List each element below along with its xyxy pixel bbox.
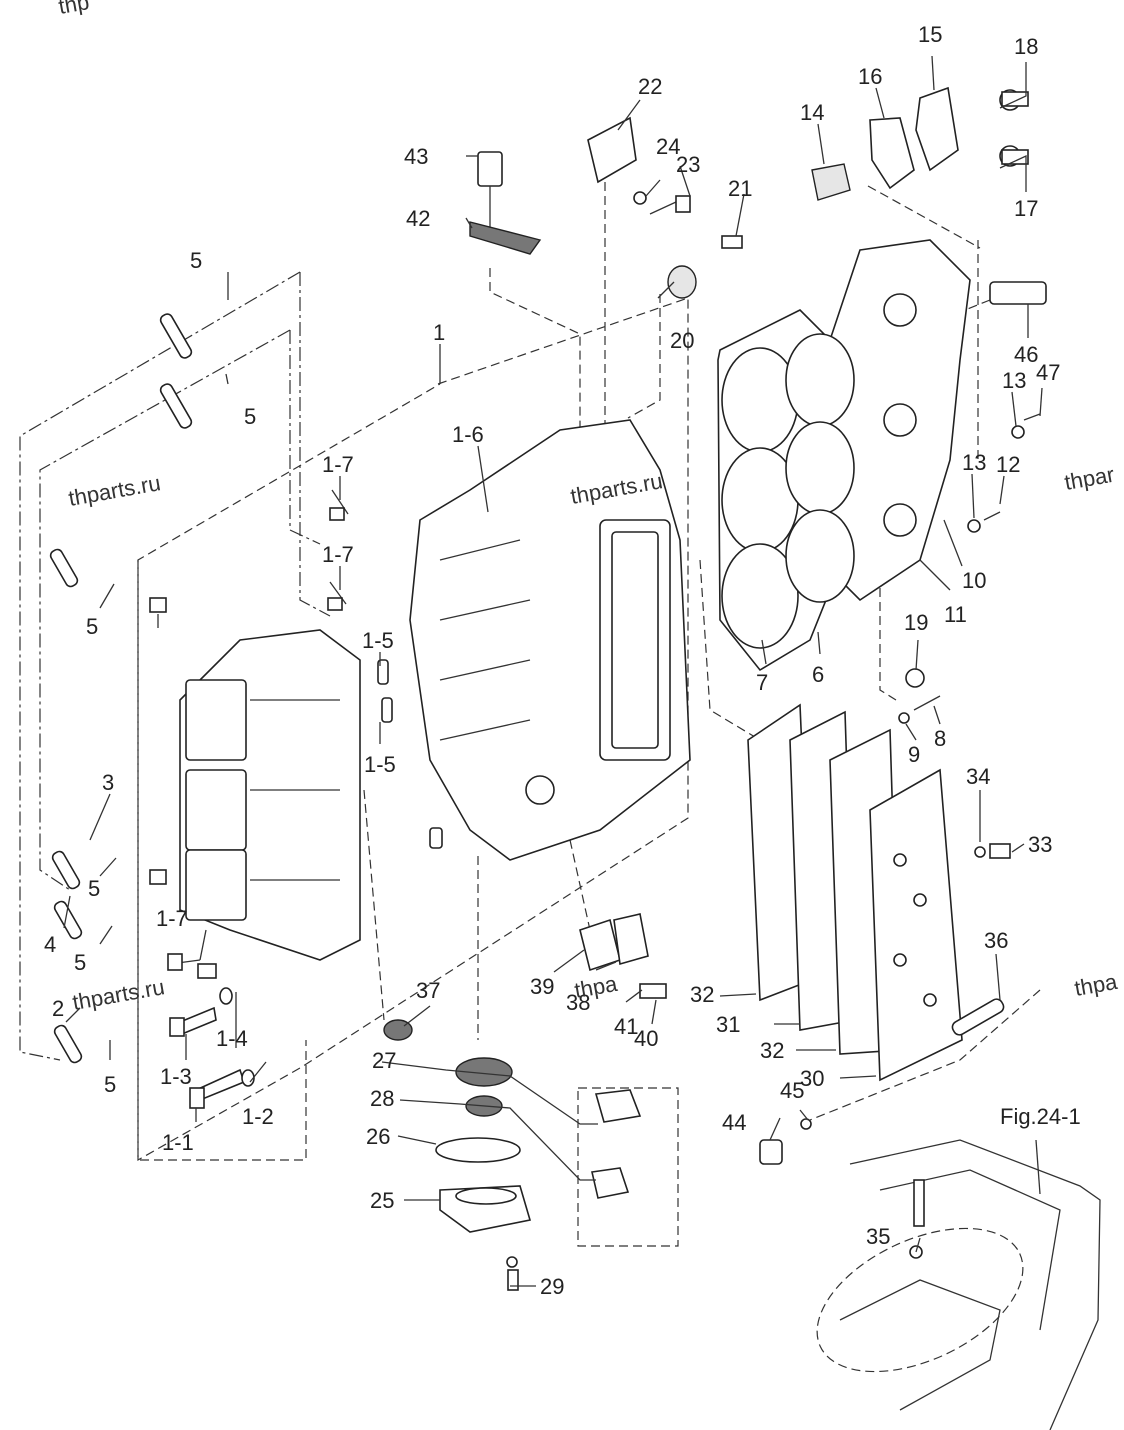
watermark: thparts.ru xyxy=(67,470,163,511)
cylinder-head xyxy=(785,239,971,603)
callout-14: 14 xyxy=(800,100,824,125)
callout-5: 5 xyxy=(244,404,256,429)
assembly-outline-group xyxy=(19,182,1041,1247)
callout-labels: 1 1-1 1-2 1-3 1-4 1-5 1-5 1-6 1-7 1-7 1-… xyxy=(44,22,1081,1299)
callout-1-7: 1-7 xyxy=(156,906,188,931)
callout-27: 27 xyxy=(372,1048,396,1073)
callout-36: 36 xyxy=(984,928,1008,953)
callout-18: 18 xyxy=(1014,34,1038,59)
callout-11: 11 xyxy=(944,602,967,627)
callout-42: 42 xyxy=(406,206,430,231)
watermark: thpa xyxy=(1073,969,1120,1001)
callout-32: 32 xyxy=(760,1038,784,1063)
callout-2: 2 xyxy=(52,996,64,1021)
callout-39: 39 xyxy=(530,974,554,999)
callout-5: 5 xyxy=(88,876,100,901)
callout-37: 37 xyxy=(416,978,440,1003)
callout-30: 30 xyxy=(800,1066,824,1091)
callout-1-3: 1-3 xyxy=(160,1064,192,1089)
callout-32: 32 xyxy=(690,982,714,1007)
callout-22: 22 xyxy=(638,74,662,99)
leader-lines xyxy=(63,55,1043,1287)
callout-20: 20 xyxy=(670,328,694,353)
callout-13: 13 xyxy=(1002,368,1026,393)
callout-46: 46 xyxy=(1014,342,1038,367)
callout-40: 40 xyxy=(634,1026,658,1051)
callout-5: 5 xyxy=(104,1072,116,1097)
callout-6: 6 xyxy=(812,662,824,687)
callout-1-1: 1-1 xyxy=(162,1130,194,1155)
callout-16: 16 xyxy=(858,64,882,89)
fig-reference-label: Fig.24-1 xyxy=(1000,1104,1081,1129)
callout-31: 31 xyxy=(716,1012,740,1037)
callout-17: 17 xyxy=(1014,196,1038,221)
callout-1-7: 1-7 xyxy=(322,452,354,477)
callout-1-5: 1-5 xyxy=(362,628,394,653)
watermark: thp xyxy=(57,0,91,19)
watermark: thparts.ru xyxy=(71,974,167,1015)
callout-41: 41 xyxy=(614,1014,638,1039)
callout-25: 25 xyxy=(370,1188,394,1213)
callout-12: 12 xyxy=(996,452,1020,477)
callout-26: 26 xyxy=(366,1124,390,1149)
callout-43: 43 xyxy=(404,144,428,169)
crankcase xyxy=(409,419,691,861)
watermark: thpa xyxy=(573,971,620,1003)
callout-45: 45 xyxy=(780,1078,804,1103)
callout-3: 3 xyxy=(102,770,114,795)
exhaust-covers xyxy=(747,703,963,1082)
callout-1-6: 1-6 xyxy=(452,422,484,447)
callout-33: 33 xyxy=(1028,832,1052,857)
callout-1-5: 1-5 xyxy=(364,752,396,777)
callout-23: 23 xyxy=(676,152,700,177)
callout-1-4: 1-4 xyxy=(216,1026,248,1051)
boat-hull-inset xyxy=(816,1139,1101,1430)
callout-9: 9 xyxy=(908,742,920,767)
callout-29: 29 xyxy=(540,1274,564,1299)
callout-38: 38 xyxy=(566,990,590,1015)
callout-21: 21 xyxy=(728,176,752,201)
callout-1-7: 1-7 xyxy=(322,542,354,567)
callout-47: 47 xyxy=(1036,360,1060,385)
callout-13: 13 xyxy=(962,450,986,475)
callout-19: 19 xyxy=(904,610,928,635)
callout-4: 4 xyxy=(44,932,56,957)
callout-35: 35 xyxy=(866,1224,890,1249)
callout-10: 10 xyxy=(962,568,986,593)
callout-1: 1 xyxy=(433,320,445,345)
callout-1-2: 1-2 xyxy=(242,1104,274,1129)
callout-28: 28 xyxy=(370,1086,394,1111)
cylinder-block xyxy=(179,629,361,961)
callout-34: 34 xyxy=(966,764,990,789)
watermark: thpar xyxy=(1063,462,1117,495)
callout-5: 5 xyxy=(190,248,202,273)
callout-5: 5 xyxy=(86,614,98,639)
callout-7: 7 xyxy=(756,670,768,695)
callout-24: 24 xyxy=(656,134,680,159)
callout-5: 5 xyxy=(74,950,86,975)
callout-15: 15 xyxy=(918,22,942,47)
thermostat-parts xyxy=(811,86,1029,201)
callout-44: 44 xyxy=(722,1110,746,1135)
callout-8: 8 xyxy=(934,726,946,751)
